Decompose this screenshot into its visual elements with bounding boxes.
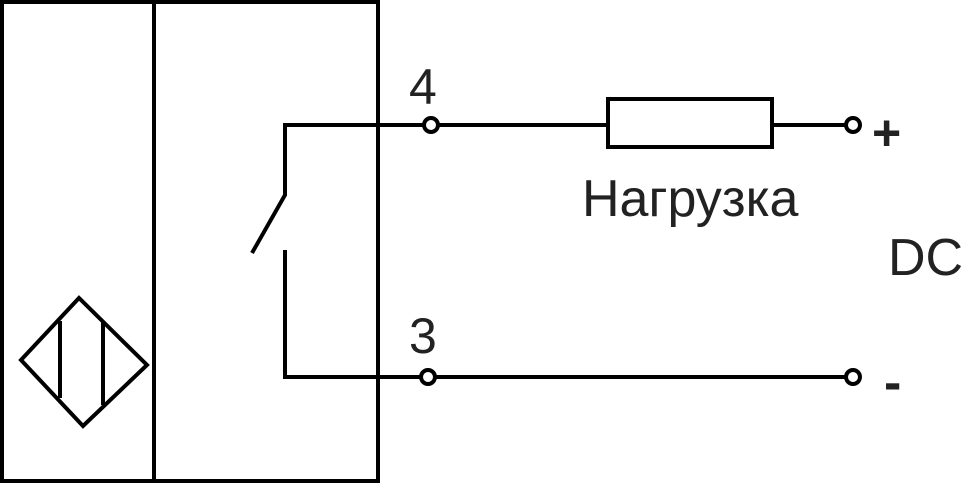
- minus-label: -: [884, 354, 901, 412]
- load-resistor: [606, 97, 774, 149]
- dc-label: DC: [888, 229, 963, 287]
- terminal-3: [419, 368, 437, 386]
- supply-minus-terminal: [844, 368, 862, 386]
- normally-open-switch-icon: [250, 123, 424, 379]
- pin-3-label: 3: [409, 308, 437, 364]
- sensor-housing: [0, 0, 380, 483]
- terminal-4: [422, 116, 440, 134]
- supply-plus-terminal: [844, 116, 862, 134]
- plus-label: +: [872, 105, 901, 161]
- load-label: Нагрузка: [582, 170, 799, 228]
- pin-4-label: 4: [409, 59, 437, 115]
- inductive-sensor-icon: [18, 295, 150, 429]
